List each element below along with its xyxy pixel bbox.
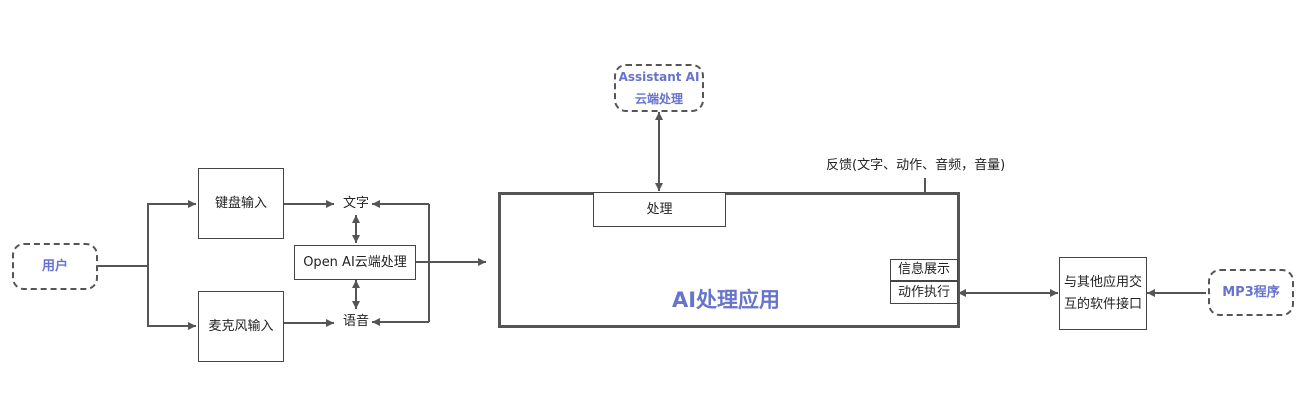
openai-cloud-node: Open AI云端处理 (294, 245, 416, 280)
action-exec-label: 动作执行 (897, 284, 950, 300)
openai-cloud-label: Open AI云端处理 (303, 254, 407, 270)
assistant-ai-title: Assistant AI (618, 70, 700, 84)
edge-to-keyboard (147, 200, 196, 266)
software-interface-node: 与其他应用交 互的软件接口 (1059, 257, 1147, 330)
info-display-label: 信息展示 (897, 262, 950, 277)
mp3-program-label: MP3程序 (1222, 284, 1280, 300)
software-interface-line1: 与其他应用交 (1063, 274, 1142, 290)
software-interface-line2: 互的软件接口 (1063, 296, 1142, 312)
ai-app-node: AI处理应用 (498, 192, 960, 328)
user-node: 用户 (12, 243, 98, 290)
text-node: 文字 (334, 194, 378, 214)
info-display-node: 信息展示 (890, 259, 958, 281)
action-exec-node: 动作执行 (890, 281, 958, 304)
microphone-input-node: 麦克风输入 (198, 291, 284, 362)
process-label: 处理 (646, 201, 673, 217)
keyboard-input-node: 键盘输入 (198, 168, 284, 239)
assistant-ai-node: Assistant AI 云端处理 (614, 64, 704, 112)
process-node: 处理 (593, 192, 726, 227)
edge-to-microphone (147, 266, 196, 330)
ai-app-title: AI处理应用 (671, 288, 781, 312)
voice-label: 语音 (342, 314, 369, 329)
keyboard-input-label: 键盘输入 (214, 195, 267, 211)
feedback-label: 反馈(文字、动作、音频，音量) (826, 158, 1006, 173)
voice-node: 语音 (334, 312, 378, 332)
mp3-program-node: MP3程序 (1208, 269, 1294, 316)
microphone-input-label: 麦克风输入 (208, 318, 274, 334)
user-label: 用户 (41, 258, 68, 274)
assistant-ai-subtitle: 云端处理 (634, 92, 683, 106)
feedback-label-node: 反馈(文字、动作、音频，音量) (826, 155, 1026, 177)
text-label: 文字 (342, 196, 369, 211)
